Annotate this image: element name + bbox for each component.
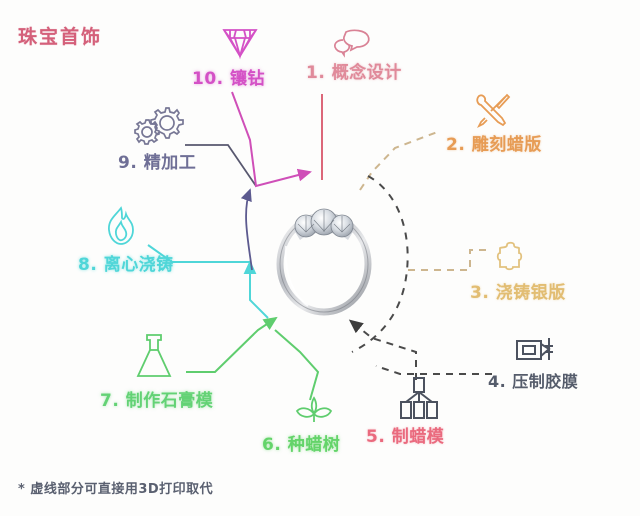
diamond-icon	[216, 24, 264, 68]
step-9-label: 9. 精加工	[118, 153, 197, 173]
diamond-ring-photo	[262, 186, 386, 318]
wax-tree-icon	[292, 396, 336, 434]
step-8-label: 8. 离心浇铸	[78, 255, 174, 275]
step-5-label: 5. 制蜡模	[366, 427, 445, 447]
step-3-label: 3. 浇铸银版	[470, 283, 566, 303]
connector-step-5	[348, 319, 417, 380]
puzzle-piece-icon	[494, 240, 530, 280]
page-title: 珠宝首饰	[18, 26, 103, 48]
wax-mold-icon	[398, 376, 440, 424]
connector-step-9-arc	[240, 188, 253, 271]
step-3[interactable]: 3. 浇铸银版	[470, 240, 566, 303]
step-5[interactable]: 5. 制蜡模	[366, 376, 444, 447]
step-7[interactable]: 7. 制作石膏模	[100, 332, 213, 411]
step-6-label: 6. 种蜡树	[262, 435, 341, 455]
connector-step-4	[375, 365, 492, 375]
dashed-arc-right	[351, 175, 409, 353]
flask-icon	[134, 332, 174, 388]
press-mold-icon	[514, 336, 558, 370]
step-10[interactable]: 10. 镶钻	[192, 24, 265, 89]
connector-step-7	[186, 316, 278, 373]
step-4-label: 4. 压制胶膜	[488, 372, 579, 391]
connector-step-9	[185, 144, 257, 187]
flame-icon	[102, 206, 140, 252]
gears-icon	[132, 104, 188, 150]
step-10-label: 10. 镶钻	[192, 69, 266, 89]
connector-step-3	[408, 249, 487, 271]
speech-bubbles-icon	[332, 28, 374, 62]
step-8[interactable]: 8. 离心浇铸	[78, 206, 174, 275]
step-1-label: 1. 概念设计	[306, 63, 402, 83]
crossed-tools-icon	[472, 92, 512, 134]
step-1[interactable]: 1. 概念设计	[306, 28, 402, 83]
step-7-label: 7. 制作石膏模	[100, 391, 214, 411]
step-6[interactable]: 6. 种蜡树	[262, 396, 340, 455]
step-2[interactable]: 2. 雕刻蜡版	[446, 92, 542, 155]
connector-step-2	[359, 130, 441, 191]
step-2-label: 2. 雕刻蜡版	[446, 135, 542, 155]
connector-step-10	[231, 91, 312, 188]
connector-step-6	[274, 329, 320, 401]
step-4[interactable]: 4. 压制胶膜	[488, 336, 578, 392]
step-9[interactable]: 9. 精加工	[118, 104, 196, 173]
footnote-text: * 虚线部分可直接用3D打印取代	[18, 482, 214, 497]
